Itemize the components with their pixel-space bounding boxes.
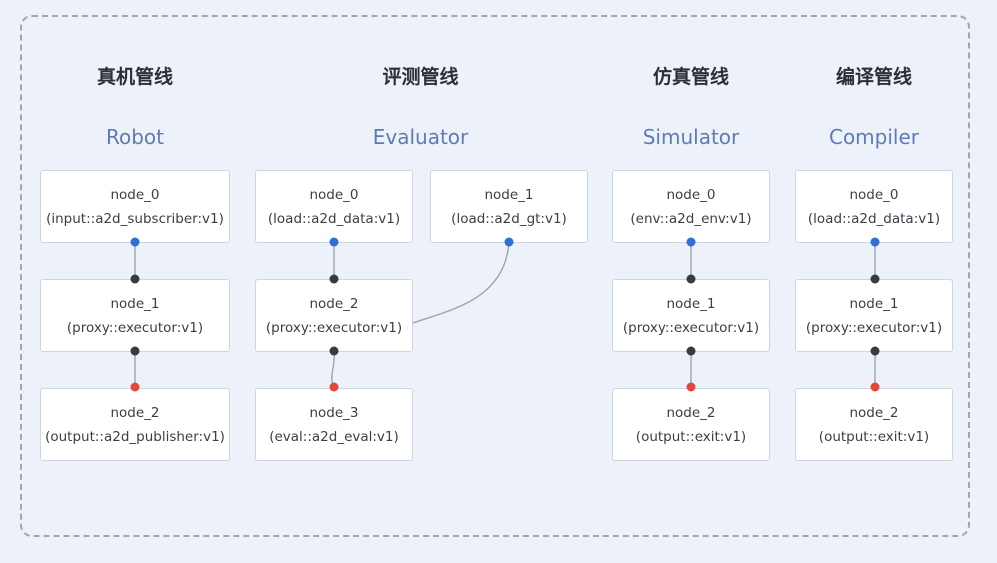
node-type: (load::a2d_data:v1) [807,210,941,227]
node-name: node_1 [849,295,899,312]
pipelines-frame [20,15,970,537]
node-type: (load::a2d_gt:v1) [451,210,567,227]
evaluator-node-2[interactable]: node_2 (proxy::executor:v1) [255,279,413,352]
output-port[interactable] [130,237,140,247]
input-port[interactable] [686,382,696,392]
node-type: (output::exit:v1) [818,428,930,445]
output-port[interactable] [329,346,339,356]
node-name: node_1 [666,295,716,312]
node-name: node_2 [849,404,899,421]
node-name: node_0 [666,186,716,203]
output-port[interactable] [504,237,514,247]
evaluator-node-1[interactable]: node_1 (load::a2d_gt:v1) [430,170,588,243]
compiler-node-2[interactable]: node_2 (output::exit:v1) [795,388,953,461]
node-type: (eval::a2d_eval:v1) [269,428,399,445]
node-type: (output::exit:v1) [635,428,747,445]
robot-cn-title: 真机管线 [96,66,173,88]
output-port[interactable] [329,237,339,247]
node-type: (proxy::executor:v1) [265,319,403,336]
robot-node-0[interactable]: node_0 (input::a2d_subscriber:v1) [40,170,230,243]
node-name: node_2 [666,404,716,421]
output-port[interactable] [870,237,880,247]
node-type: (proxy::executor:v1) [805,319,943,336]
edge-evaluator-1-2 [412,241,510,324]
node-name: node_3 [309,404,359,421]
node-type: (proxy::executor:v1) [66,319,204,336]
node-name: node_0 [110,186,160,203]
node-name: node_2 [309,295,359,312]
input-port[interactable] [130,274,140,284]
node-name: node_0 [309,186,359,203]
output-port[interactable] [686,237,696,247]
input-port[interactable] [329,382,339,392]
evaluator-en-title: Evaluator [372,125,469,149]
node-name: node_0 [849,186,899,203]
simulator-en-title: Simulator [642,125,740,149]
output-port[interactable] [870,346,880,356]
node-type: (env::a2d_env:v1) [630,210,752,227]
simulator-node-0[interactable]: node_0 (env::a2d_env:v1) [612,170,770,243]
input-port[interactable] [130,382,140,392]
input-port[interactable] [870,274,880,284]
robot-node-2[interactable]: node_2 (output::a2d_publisher:v1) [40,388,230,461]
edge-evaluator-2-3 [331,350,336,387]
compiler-en-title: Compiler [828,125,920,149]
output-port[interactable] [130,346,140,356]
node-name: node_2 [110,404,160,421]
simulator-cn-title: 仿真管线 [652,66,729,88]
node-type: (input::a2d_subscriber:v1) [46,210,224,227]
robot-node-1[interactable]: node_1 (proxy::executor:v1) [40,279,230,352]
simulator-node-2[interactable]: node_2 (output::exit:v1) [612,388,770,461]
evaluator-cn-title: 评测管线 [382,66,459,88]
evaluator-node-3[interactable]: node_3 (eval::a2d_eval:v1) [255,388,413,461]
output-port[interactable] [686,346,696,356]
node-type: (proxy::executor:v1) [622,319,760,336]
input-port[interactable] [686,274,696,284]
node-type: (output::a2d_publisher:v1) [45,428,225,445]
input-port[interactable] [870,382,880,392]
robot-en-title: Robot [105,125,164,149]
input-port[interactable] [329,274,339,284]
node-type: (load::a2d_data:v1) [267,210,401,227]
simulator-node-1[interactable]: node_1 (proxy::executor:v1) [612,279,770,352]
compiler-node-1[interactable]: node_1 (proxy::executor:v1) [795,279,953,352]
node-name: node_1 [484,186,534,203]
compiler-cn-title: 编译管线 [835,66,912,88]
node-name: node_1 [110,295,160,312]
compiler-node-0[interactable]: node_0 (load::a2d_data:v1) [795,170,953,243]
